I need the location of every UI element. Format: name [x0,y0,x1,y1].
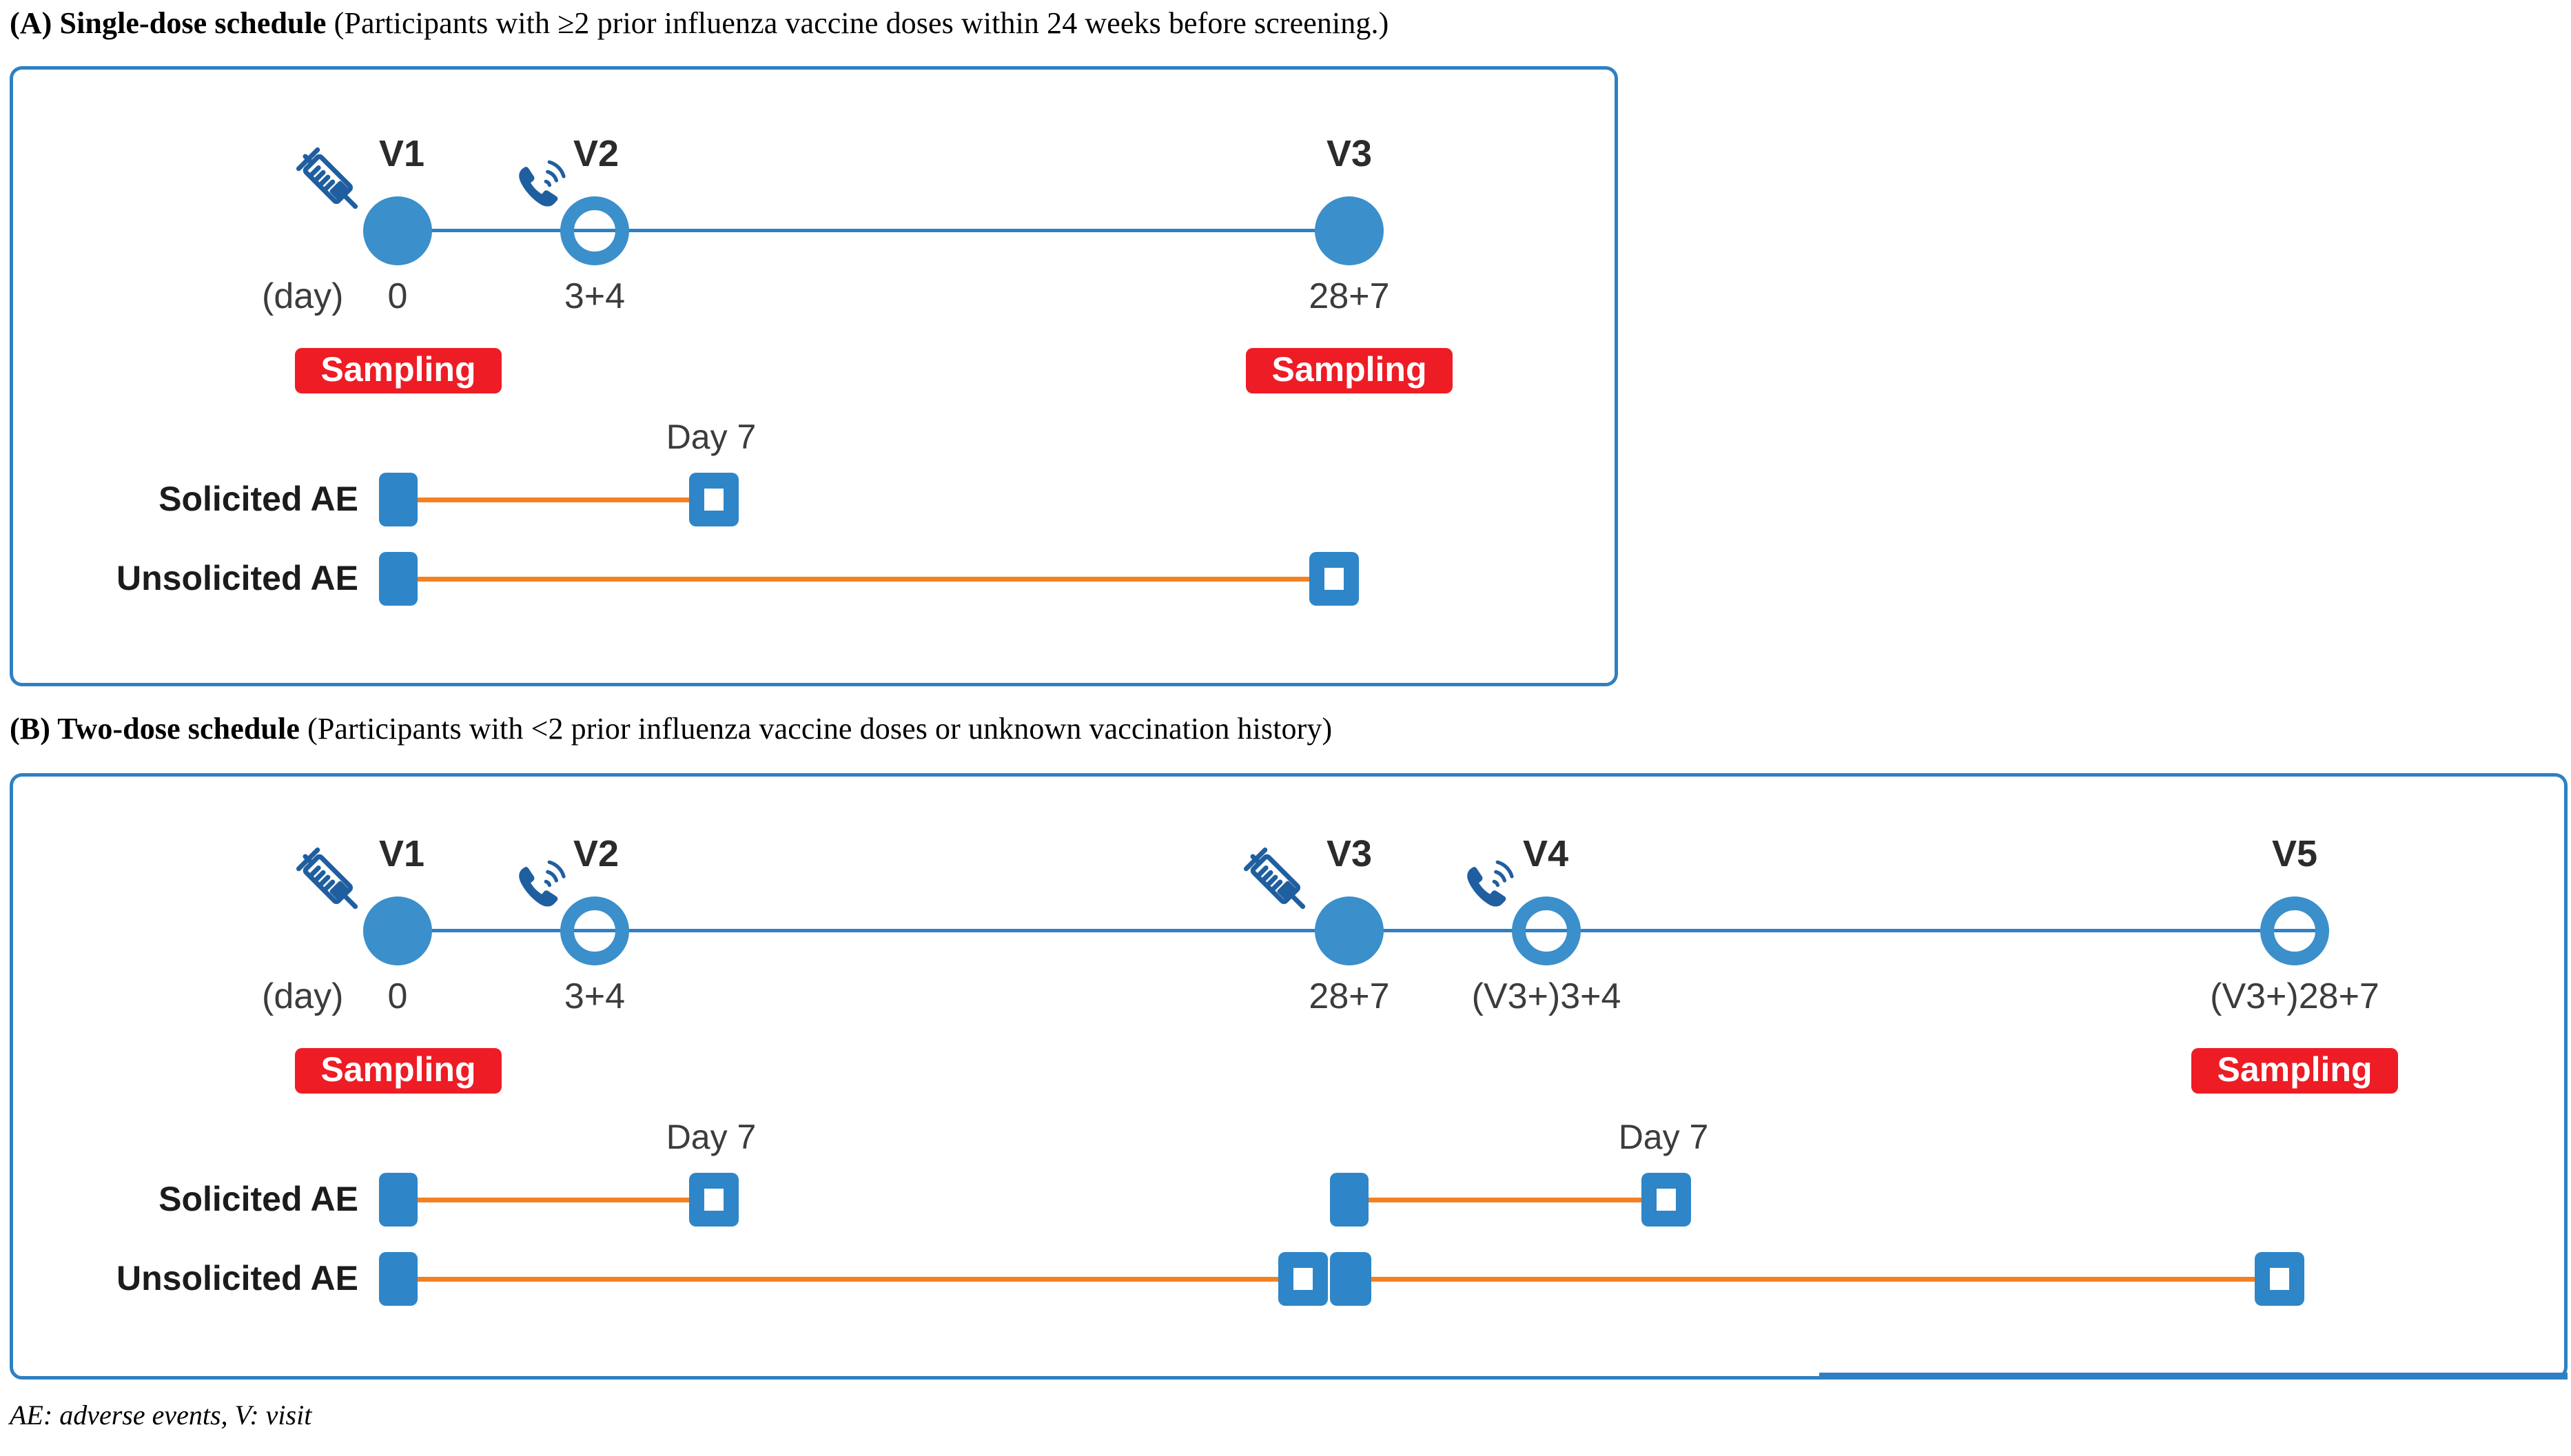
panel-b-ae-start-marker-unsolicited-2 [1330,1252,1371,1306]
panel-b-day7-label-solicited-1: Day 7 [666,1118,757,1156]
phone-icon [507,153,580,226]
panel-a-day7-label-solicited: Day 7 [666,418,757,456]
panel-b-ae-start-marker-unsolicited-1 [379,1252,418,1306]
panel-a-ae-start-marker-solicited [379,473,418,526]
panel-b-day-caption: (day) [262,976,344,1016]
panel-a-day-caption: (day) [262,276,344,316]
panel-b-ae-row-label-solicited: Solicited AE [158,1180,358,1218]
panel-b-visit-label-v1: V1 [378,833,425,874]
panel-b-day-v5: (V3+)28+7 [2210,976,2379,1016]
syringe-icon [288,139,373,225]
panel-a-ae-row-label-unsolicited: Unsolicited AE [116,559,358,597]
panel-b-visit-label-v3: V3 [1326,833,1373,874]
panel-b-title: Two-dose schedule [57,712,300,746]
panel-a-day-v3: 28+7 [1309,276,1390,316]
panel-a-ae-end-marker-solicited [689,473,739,526]
panel-b-subtitle: (Participants with <2 prior influenza va… [307,712,1333,746]
panel-b-ae-row-label-unsolicited: Unsolicited AE [116,1259,358,1298]
panel-a-ae-line-unsolicited [396,577,1340,582]
panel-b-ae-line-solicited-2 [1349,1198,1677,1202]
panel-a-visit-node-v1[interactable] [363,196,432,265]
phone-icon [1455,853,1528,926]
panel-a-timeline-axis [400,229,1351,232]
panel-b-ae-end-marker-solicited-2 [1641,1173,1691,1227]
panel-a-ae-row-label-solicited: Solicited AE [158,480,358,518]
panel-a-caption: (A) Single-dose schedule (Participants w… [10,6,1389,41]
panel-a-visit-node-v3[interactable] [1315,196,1384,265]
panel-a-sampling-badge-v1: Sampling [295,348,502,393]
syringe-icon [288,839,373,925]
panel-b-visit-node-v1[interactable] [363,896,432,965]
panel-b-visit-label-v5: V5 [2271,833,2318,874]
panel-b-visit-label-v2: V2 [573,833,619,874]
panel-a-ae-line-solicited [396,498,724,502]
panel-a-ae-start-marker-unsolicited [379,552,418,606]
panel-b-day-v4: (V3+)3+4 [1471,976,1621,1016]
figure-footnote: AE: adverse events, V: visit [10,1399,312,1431]
panel-a-visit-label-v3: V3 [1326,133,1373,174]
panel-b-day-v2: 3+4 [564,976,626,1016]
panel-a-visit-label-v1: V1 [378,133,425,174]
panel-b-bottom-lip [1819,1373,2568,1380]
panel-b-sampling-badge-v5: Sampling [2191,1048,2398,1094]
panel-b-caption: (B) Two-dose schedule (Participants with… [10,711,1332,746]
panel-b-visit-node-v5[interactable] [2260,896,2329,965]
panel-b-sampling-badge-v1: Sampling [295,1048,502,1094]
panel-b-ae-end-marker-unsolicited-2 [2255,1252,2304,1306]
panel-b-ae-start-marker-solicited-1 [379,1173,418,1227]
panel-a-visit-label-v2: V2 [573,133,619,174]
syringe-icon [1236,839,1321,925]
panel-b-day7-label-solicited-2: Day 7 [1618,1118,1709,1156]
panel-a-subtitle: (Participants with ≥2 prior influenza va… [334,6,1389,40]
panel-b-visit-node-v3[interactable] [1315,896,1384,965]
panel-b-ae-line-solicited-1 [396,1198,724,1202]
panel-b-day-v3: 28+7 [1309,976,1390,1016]
panel-b-ae-start-marker-solicited-2 [1330,1173,1369,1227]
panel-b-visit-node-v2[interactable] [560,896,629,965]
panel-a-day-v2: 3+4 [564,276,626,316]
panel-a-ae-end-marker-unsolicited [1309,552,1359,606]
panel-a-letter: (A) [10,6,52,40]
panel-b-visit-node-v4[interactable] [1512,896,1581,965]
panel-b-letter: (B) [10,712,50,746]
panel-b-ae-end-marker-unsolicited-1 [1278,1252,1328,1306]
panel-b-ae-end-marker-solicited-1 [689,1173,739,1227]
panel-b-ae-line-unsolicited-2 [1361,1277,2284,1282]
panel-a-title: Single-dose schedule [59,6,327,40]
panel-a-visit-node-v2[interactable] [560,196,629,265]
panel-b-ae-line-unsolicited-1 [396,1277,1285,1282]
panel-b-visit-label-v4: V4 [1522,833,1569,874]
panel-b-day-v1: 0 [387,976,408,1016]
panel-a-sampling-badge-v3: Sampling [1246,348,1453,393]
phone-icon [507,853,580,926]
panel-a-day-v1: 0 [387,276,408,316]
